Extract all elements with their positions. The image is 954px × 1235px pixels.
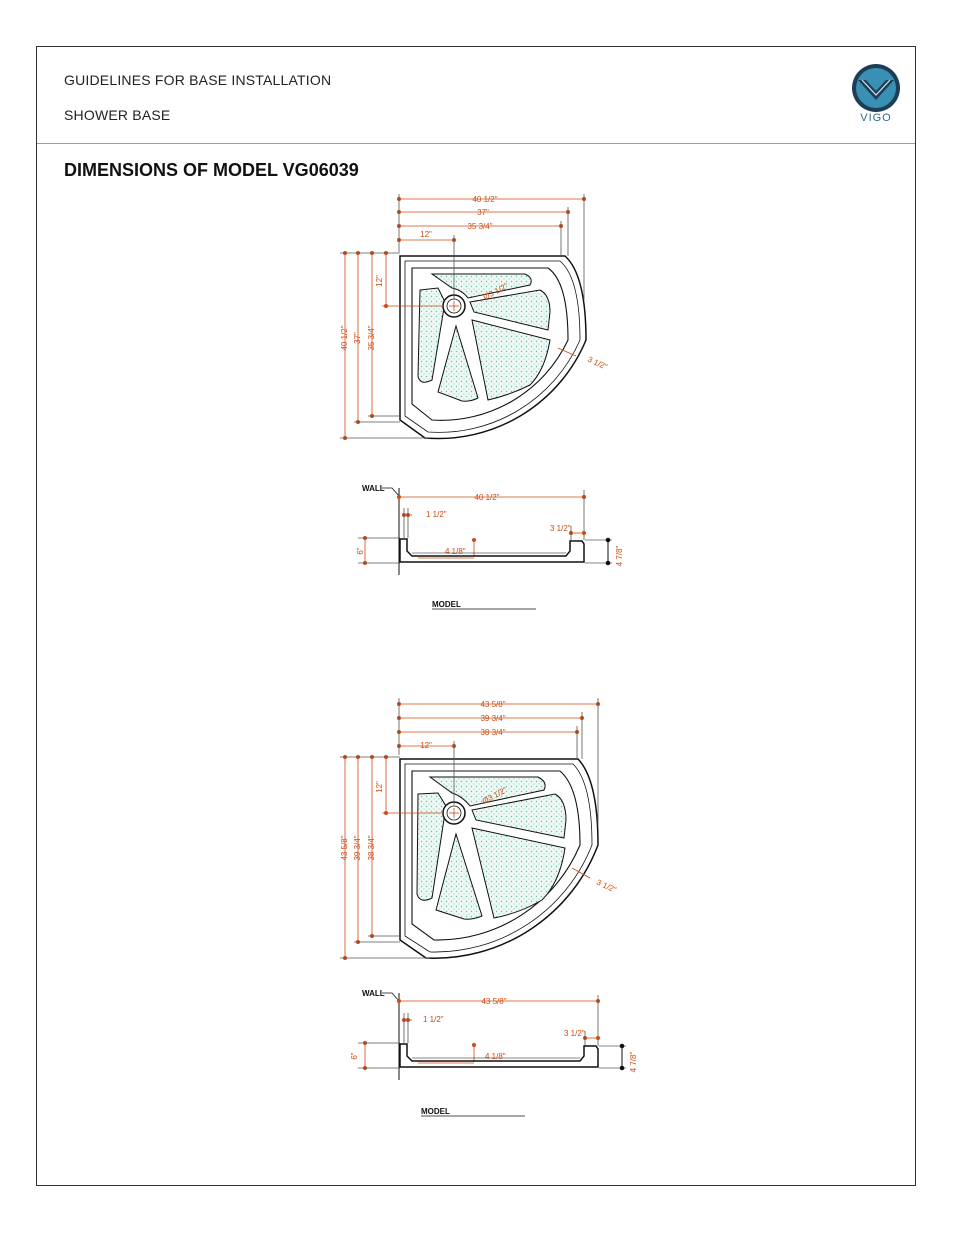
dim-top1-h1: 40 1/2" xyxy=(340,325,349,350)
page-frame xyxy=(36,46,916,1186)
vigo-logo: VIGO xyxy=(846,62,906,128)
dim-top1-w2: 37" xyxy=(477,208,489,217)
dim-side2-width: 43 5/8" xyxy=(481,997,506,1006)
dim-side2-right: 3 1/2" xyxy=(564,1029,585,1038)
dim-side1-inner: 4 1/8" xyxy=(445,547,466,556)
dim-side1-depth: 4 7/8" xyxy=(615,546,624,567)
dim-top1-h3: 35 3/4" xyxy=(367,325,376,350)
wall-label-1: WALL xyxy=(362,484,385,493)
header-product-type: SHOWER BASE xyxy=(64,107,171,123)
dim-top1-h4: 12" xyxy=(375,275,384,287)
dim-top2-h3: 38 3/4" xyxy=(367,835,376,860)
header-guidelines: GUIDELINES FOR BASE INSTALLATION xyxy=(64,72,332,88)
top-view-1: 40 1/2" 37" 35 3/4" 12" 40 1/2" 37" 35 3… xyxy=(340,194,609,440)
model-label-2: MODEL xyxy=(421,1107,450,1116)
side-view-1: WALL 1 1/2" 40 1/2" 3 1/2" 6" 4 1/8" xyxy=(356,484,624,610)
dim-top1-w1: 40 1/2" xyxy=(472,195,497,204)
dim-top2-w2: 39 3/4" xyxy=(480,714,505,723)
top-view-2: 43 5/8" 39 3/4" 38 3/4" 12" 43 5/8" 39 3… xyxy=(340,698,618,961)
dim-side1-width: 40 1/2" xyxy=(474,493,499,502)
dim-side2-inner: 4 1/8" xyxy=(485,1052,506,1061)
dim-top1-w4: 12" xyxy=(420,230,432,239)
dim-side1-left: 1 1/2" xyxy=(426,510,447,519)
dim-side2-left: 1 1/2" xyxy=(423,1015,444,1024)
dim-top2-h2: 39 3/4" xyxy=(353,835,362,860)
dim-top2-rim: 3 1/2" xyxy=(595,878,618,895)
dim-top2-w4: 12" xyxy=(420,741,432,750)
dim-side2-height: 6" xyxy=(350,1052,359,1059)
vigo-v-logo-icon xyxy=(852,64,900,112)
dim-top2-h4: 12" xyxy=(375,781,384,793)
side-view-2: WALL 1 1/2" 43 5/8" 3 1/2" 6" 4 1/8" 4 xyxy=(350,989,638,1117)
header-divider xyxy=(37,143,915,144)
dim-top1-rim: 3 1/2" xyxy=(586,355,609,372)
dim-top2-h1: 43 5/8" xyxy=(340,835,349,860)
dim-top2-w3: 38 3/4" xyxy=(480,728,505,737)
model-label-1: MODEL xyxy=(432,600,461,609)
dim-top1-h2: 37" xyxy=(353,332,362,344)
logo-text: VIGO xyxy=(860,112,892,124)
dim-side2-depth: 4 7/8" xyxy=(629,1052,638,1073)
dim-side1-height: 6" xyxy=(356,547,365,554)
page-title: DIMENSIONS OF MODEL VG06039 xyxy=(64,160,359,180)
dim-side1-right: 3 1/2" xyxy=(550,524,571,533)
wall-label-2: WALL xyxy=(362,989,385,998)
dim-top1-w3: 35 3/4" xyxy=(467,222,492,231)
dim-top2-w1: 43 5/8" xyxy=(480,700,505,709)
